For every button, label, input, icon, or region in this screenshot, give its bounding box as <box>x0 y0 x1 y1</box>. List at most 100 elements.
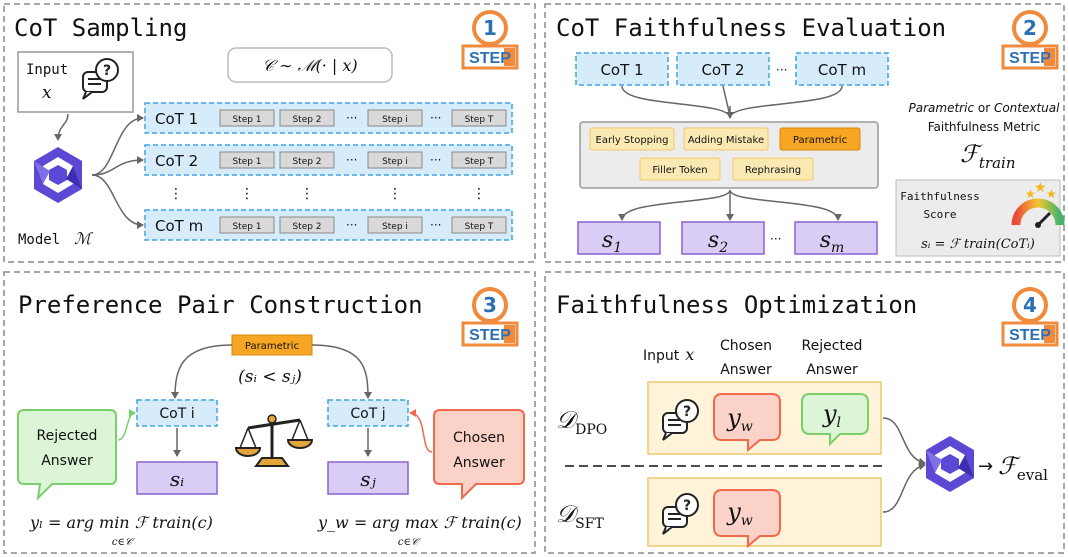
score-var: s <box>708 228 719 253</box>
ellipsis: ··· <box>430 153 441 167</box>
faithfulness-score-card: Faithfulness Score ★ ★ ★ sᵢ = ℱ train(Co… <box>895 179 1065 257</box>
step-badge-3: 3 STEP <box>461 287 519 347</box>
y-l-sub: l <box>837 415 841 431</box>
cot-label: CoT m <box>155 217 203 235</box>
model-logo-icon <box>34 147 82 203</box>
metric-parametric: Parametric <box>909 101 975 115</box>
model-var: ℳ <box>74 229 94 248</box>
cot-j-label: CoT j <box>350 406 385 422</box>
metric-caption-line1: Parametric or Contextual <box>909 101 1061 115</box>
method-chip: Parametric <box>793 135 847 146</box>
step-chip: Step 2 <box>292 157 321 167</box>
cot-i-label: CoT i <box>159 406 194 422</box>
method-chip: Early Stopping <box>596 135 669 146</box>
score-sub: 2 <box>718 240 728 256</box>
svg-text:s1: s1 <box>602 228 622 256</box>
vdots: ⋮ <box>240 186 254 202</box>
score-var: s <box>602 228 613 253</box>
sft-row: 𝒟SFT yw <box>556 477 882 549</box>
ellipsis: ··· <box>430 218 441 232</box>
sampling-formula-box: 𝒞 ∼ ℳ(· | x) <box>227 47 393 83</box>
y-w-sub: w <box>741 419 753 435</box>
method-chip: Filler Token <box>652 165 707 176</box>
cot-row-2: CoT 2 Step 1 Step 2 ··· Step i ··· Step … <box>144 144 513 176</box>
d-sft-sub: SFT <box>575 516 604 532</box>
d-dpo-sub: DPO <box>575 422 607 438</box>
cot-boxes-top: CoT 1 CoT 2 ··· CoT m <box>575 52 889 86</box>
chosen-answer-bubble: Chosen Answer <box>433 409 525 501</box>
metric-contextual: Contextual <box>994 101 1060 115</box>
star-icon: ★ <box>1025 187 1036 201</box>
svg-text:yl: yl <box>822 400 841 431</box>
argmin-under: c∈𝒞 <box>112 537 135 548</box>
input-label: Input <box>26 62 68 78</box>
score-boxes: s1 s2 ··· sm <box>577 221 878 256</box>
svg-text:s2: s2 <box>708 228 728 256</box>
step-word: STEP <box>1009 327 1051 344</box>
y-l-formula: yₗ = arg min ℱ train(c) <box>29 513 213 532</box>
svg-text:𝒟DPO: 𝒟DPO <box>556 406 607 438</box>
svg-text:sm: sm <box>820 228 845 256</box>
score-sub: 1 <box>613 240 622 256</box>
metric-caption-line2: Faithfulness Metric <box>928 120 1041 134</box>
sampling-formula: 𝒞 ∼ ℳ(· | x) <box>262 56 357 75</box>
chosen-line2: Answer <box>453 455 505 471</box>
y-w: y <box>726 498 741 526</box>
panel-title: Faithfulness Optimization <box>556 291 917 319</box>
svg-text:ℱeval: ℱeval <box>998 452 1048 484</box>
cot-row-m: CoT m Step 1 Step 2 ··· Step i ··· Step … <box>144 209 513 241</box>
y-w-sub: w <box>741 513 753 529</box>
f-eval-sub: eval <box>1017 466 1048 484</box>
step-chip: Step 2 <box>292 222 321 232</box>
cot-label: CoT 1 <box>600 61 643 79</box>
cot-label: CoT m <box>818 61 866 79</box>
chosen-line1: Chosen <box>453 430 505 446</box>
step-chip: Step 2 <box>292 115 321 125</box>
cot-label: CoT 2 <box>155 152 198 170</box>
col-chosen-line1: Chosen <box>720 338 772 354</box>
score-label-line1: Faithfulness <box>900 190 979 203</box>
panel-title: CoT Sampling <box>14 14 187 42</box>
metric-or: or <box>974 101 994 115</box>
svg-text:𝒟SFT: 𝒟SFT <box>556 500 604 532</box>
step-chip: Step 1 <box>232 222 261 232</box>
input-var: x <box>42 83 52 103</box>
method-chip: Rephrasing <box>745 165 801 176</box>
panel-cot-sampling <box>3 3 536 263</box>
f-train-sub: train <box>979 154 1016 172</box>
step-number: 1 <box>483 16 497 40</box>
gauge-icon: ★ ★ ★ <box>1011 180 1065 228</box>
vdots: ⋮ <box>472 186 486 202</box>
star-icon: ★ <box>1034 180 1047 196</box>
panel-preference-pair <box>3 271 536 554</box>
step-badge-2: 2 STEP <box>1001 10 1059 70</box>
rejected-line2: Answer <box>41 453 93 469</box>
condition-formula: (sᵢ < sⱼ) <box>238 367 302 387</box>
arrow-glyph: → <box>978 456 993 477</box>
f-train: ℱ <box>960 140 983 168</box>
score-sub: m <box>831 240 844 256</box>
score-label-line2: Score <box>923 208 956 221</box>
metrics-box: Early Stopping Adding Mistake Parametric… <box>579 121 879 189</box>
ellipsis: ··· <box>346 153 357 167</box>
score-j: sⱼ <box>360 467 376 491</box>
ellipsis: ··· <box>346 111 357 125</box>
step-word: STEP <box>469 50 511 67</box>
step-word: STEP <box>469 327 511 344</box>
step-chip: Step T <box>465 222 494 232</box>
col-rejected-line2: Answer <box>806 362 858 378</box>
vdots-row: ⋮ ⋮ ⋮ ⋮ ⋮ <box>169 186 486 202</box>
step-number: 3 <box>483 293 497 317</box>
score-var: s <box>820 228 831 253</box>
cot-label: CoT 1 <box>155 110 198 128</box>
balance-scale-icon <box>234 414 314 467</box>
step-number: 2 <box>1023 16 1037 40</box>
step-badge-1: 1 STEP <box>461 10 519 70</box>
vdots: ⋮ <box>300 186 314 202</box>
col-chosen-line2: Answer <box>720 362 772 378</box>
step-chip: Step i <box>382 222 408 232</box>
panel-faithfulness-evaluation <box>544 3 1065 263</box>
parametric-chip: Parametric <box>245 341 299 352</box>
method-chip: Adding Mistake <box>688 135 764 146</box>
score-i: sᵢ <box>170 467 184 491</box>
